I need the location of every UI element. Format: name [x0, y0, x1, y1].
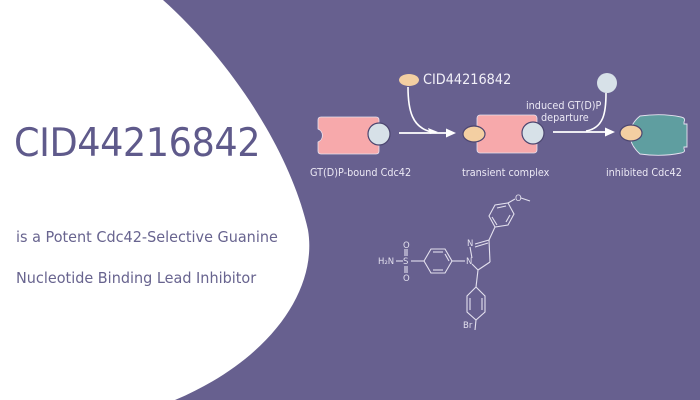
oxygen-bottom-label: O: [403, 274, 410, 284]
subtitle-line-2: Nucleotide Binding Lead Inhibitor: [16, 269, 257, 287]
bromine-label: Br: [463, 321, 473, 331]
inhibitor-oval-icon: [619, 124, 643, 142]
white-curved-panel: [0, 0, 310, 400]
arrowhead-icon: [605, 127, 615, 137]
chemical-structure: [396, 197, 531, 331]
departing-gtp-circle-icon: [597, 73, 617, 93]
stage1-label: GT(D)P-bound Cdc42: [310, 167, 412, 179]
inhibitor-label: CID44216842: [423, 72, 512, 88]
inhibitor-entry-arrow: [407, 86, 433, 133]
inhibitor-oval-icon: [399, 74, 419, 86]
gtp-circle-icon: [521, 121, 545, 145]
methoxy-oxygen-label: O: [515, 194, 522, 204]
oxygen-top-label: O: [403, 241, 410, 251]
transient-complex-shape: [462, 114, 545, 154]
gtp-bound-cdc42-shape: [317, 116, 391, 155]
departure-label-line2: departure: [541, 112, 589, 124]
nitrogen1-label: N: [466, 257, 472, 267]
gtp-circle-icon: [367, 122, 391, 146]
inhibited-cdc42-shape: [619, 114, 688, 156]
nitrogen2-label: N: [467, 239, 473, 249]
stage2-label: transient complex: [462, 167, 550, 179]
chemical-structure-labels: H₂N S O O N N O Br: [378, 194, 522, 331]
gtp-departure-arrow: [585, 92, 607, 132]
subtitle-line-1: is a Potent Cdc42-Selective Guanine: [16, 228, 278, 246]
arrowhead-icon: [428, 128, 438, 134]
arrowhead-icon: [446, 128, 456, 138]
stage3-label: inhibited Cdc42: [606, 167, 682, 179]
sulfur-label: S: [403, 257, 408, 267]
inhibitor-oval-icon: [462, 125, 486, 143]
amine-label: H₂N: [378, 257, 394, 267]
page-title: CID44216842: [14, 121, 261, 166]
departure-label-line1: induced GT(D)P: [526, 100, 602, 112]
